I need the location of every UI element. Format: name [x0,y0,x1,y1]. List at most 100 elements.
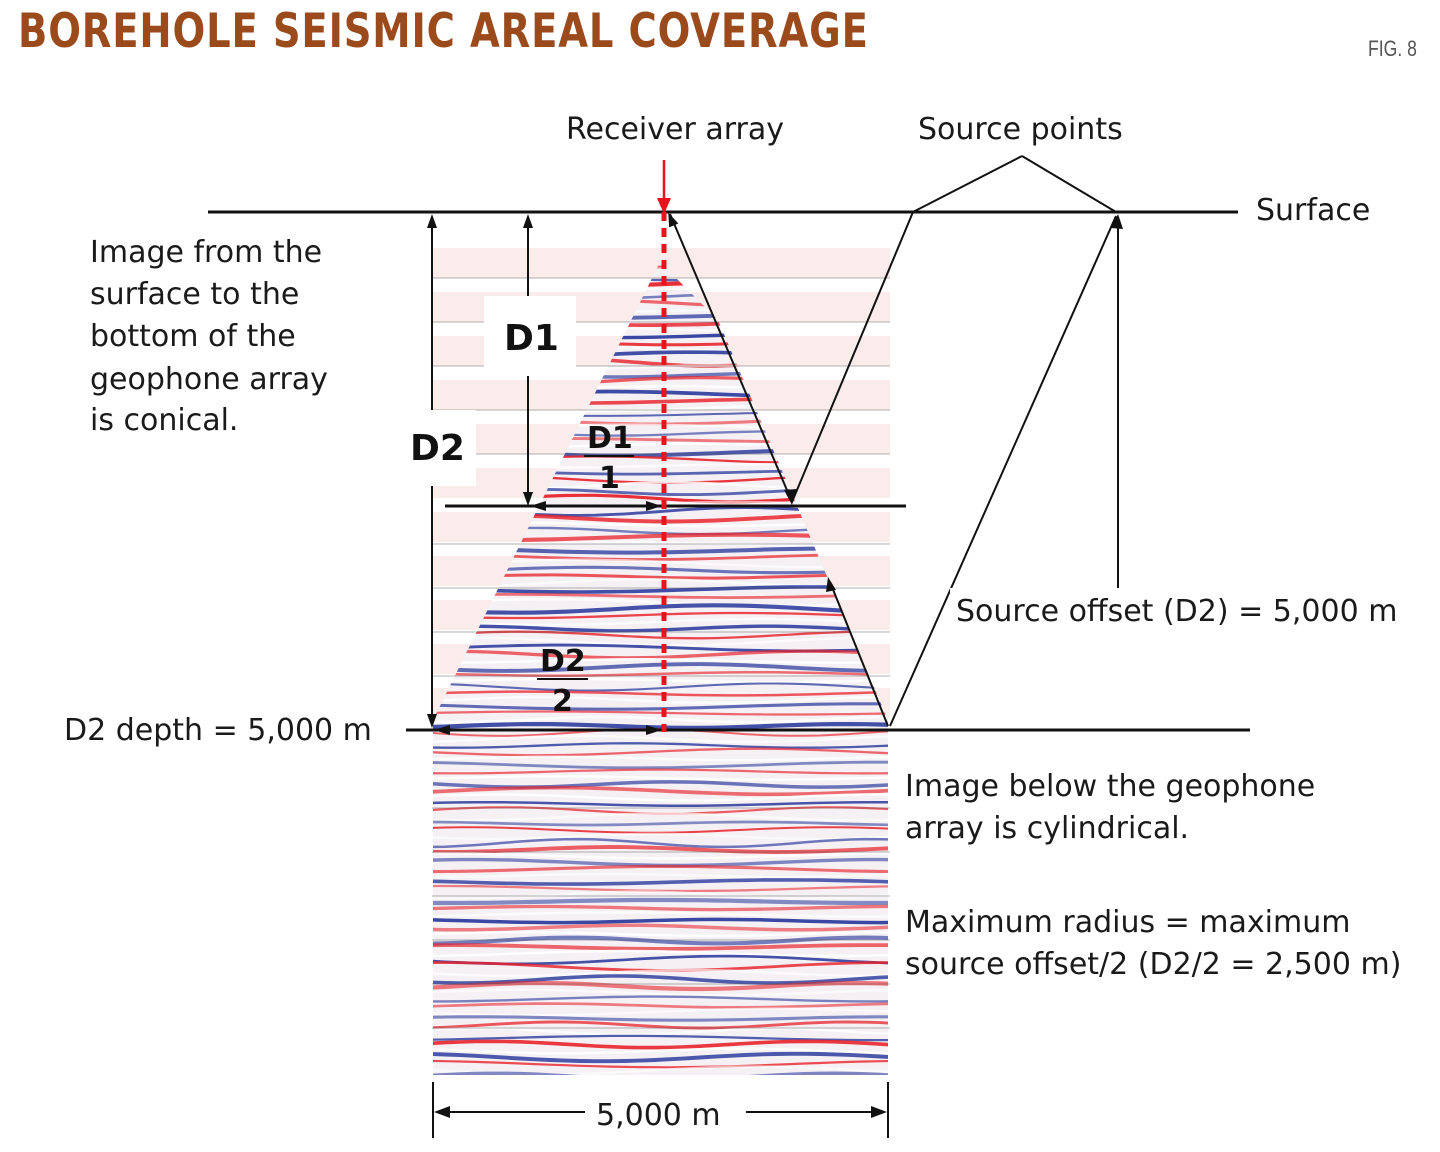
seismic-trace [433,820,888,827]
svg-text:surface to the: surface to the [90,277,299,312]
d1-arrow-top [523,214,533,228]
conical-note: Image from the surface to the bottom of … [90,235,328,438]
receiver-arrow-head [657,198,671,214]
source-offset-label-bg [950,588,1420,632]
seismic-trace [433,917,888,925]
seismic-trace [433,780,888,789]
seismic-trace [433,603,888,615]
svg-text:source offset/2 (D2/2 = 2,500: source offset/2 (D2/2 = 2,500 m) [905,947,1401,982]
seismic-trace [433,677,888,684]
d1-radius-arrow-right [646,501,662,511]
source-offset-label: Source offset (D2) = 5,000 m [956,594,1397,629]
seismic-trace [433,671,888,677]
ray-arrow-4 [1111,214,1123,229]
d2-radius-arrow-left [434,725,450,735]
d1-radius-arrow-left [530,501,546,511]
seismic-trace [433,636,888,647]
svg-text:Maximum radius = maximum: Maximum radius = maximum [905,905,1350,940]
seismic-trace [433,904,888,912]
figure-number: FIG. 8 [1368,36,1417,61]
seismic-trace [433,1020,888,1030]
svg-text:array is cylindrical.: array is cylindrical. [905,811,1189,846]
d1-over-1-fraction: D1 1 [584,421,634,496]
seismic-trace [433,968,888,978]
seismic-trace [433,935,888,946]
seismic-trace [433,658,888,664]
ray-arrow-1 [668,212,679,228]
seismic-trace [433,742,888,749]
seismic-trace [433,785,888,797]
seismic-trace [433,1027,888,1036]
d2-radius-arrow-right [646,725,662,735]
seismic-trace [433,995,888,1003]
seismic-trace [433,930,888,938]
seismic-trace [433,768,888,775]
seismic-trace [433,890,888,900]
seismic-trace [433,832,888,841]
svg-text:2: 2 [552,684,573,719]
seismic-trace [433,662,888,673]
max-radius-note: Maximum radius = maximum source offset/2… [905,905,1401,982]
seismic-trace [433,702,888,711]
d1-label: D1 [504,318,559,359]
seismic-trace [433,597,888,608]
d1-label-bg [484,296,576,376]
receiver-array-label: Receiver array [566,112,784,147]
d2-label: D2 [410,428,465,469]
figure-title: BOREHOLE SEISMIC AREAL COVERAGE [18,4,869,59]
seismic-trace [433,812,888,822]
seismic-trace [433,734,888,744]
seismic-trace [433,775,888,782]
seismic-trace [433,949,888,958]
svg-text:is conical.: is conical. [90,403,238,438]
seismic-trace [433,845,888,854]
surface-label: Surface [1256,193,1370,228]
seismic-trace [433,793,888,802]
cylindrical-note: Image below the geophone array is cylind… [905,769,1315,846]
seismic-trace [433,695,888,705]
source-points-callout [912,155,1117,213]
seismic-trace [433,988,888,997]
seismic-trace [433,1034,888,1042]
seismic-trace [433,980,888,992]
seismic-trace [433,1007,888,1017]
seismic-trace [433,649,888,660]
seismic-trace [433,690,888,697]
seismic-trace [433,800,888,808]
d2-arrow-bottom [427,714,437,728]
svg-text:D2: D2 [540,644,586,679]
seismic-trace [433,722,888,730]
seismic-trace [433,897,888,906]
seismic-trace [433,911,888,918]
seismic-trace [433,1015,888,1022]
seismic-trace [433,852,888,860]
svg-text:1: 1 [599,461,620,496]
d2-over-2-fraction: D2 2 [537,644,588,719]
seismic-trace [433,715,888,724]
svg-text:geophone array: geophone array [90,362,328,397]
seismic-trace [433,943,888,951]
seismic-trace [433,1051,888,1064]
seismic-trace [433,1002,888,1009]
svg-text:Image below the geophone: Image below the geophone [905,769,1315,804]
svg-text:D1: D1 [587,421,633,456]
width-label: 5,000 m [596,1098,721,1133]
seismic-trace [433,630,888,640]
width-arrow-left [434,1106,450,1118]
d2-depth-label: D2 depth = 5,000 m [64,713,372,748]
ray-arrow-3 [826,577,836,592]
seismic-trace [433,872,888,879]
width-arrow-right [871,1106,887,1118]
seismic-trace [433,747,888,757]
seismic-trace [433,1059,888,1069]
seismic-trace [433,682,888,692]
seismic-trace [433,878,888,886]
seismic-trace [433,1047,888,1055]
seismic-trace [433,617,888,627]
seismic-trace [433,837,888,849]
source-points-label: Source points [918,112,1123,147]
d2-arrow-top [427,214,437,228]
seismic-trace [433,1071,888,1075]
seismic-trace [433,923,888,932]
